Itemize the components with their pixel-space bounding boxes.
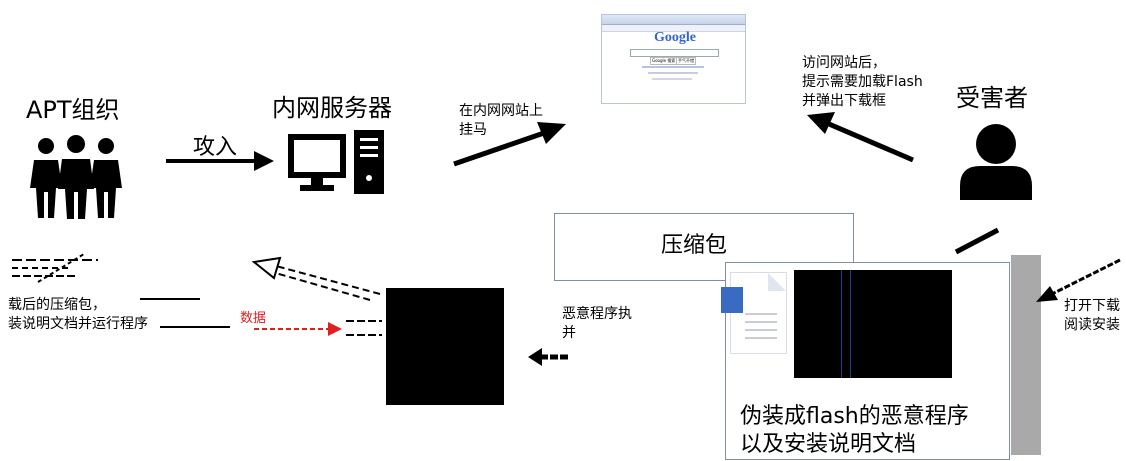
left-note-underline [160,326,230,328]
doc-line [745,337,777,339]
visit-line2: 提示需要加载Flash [802,74,923,90]
browser-toolbar [602,25,745,32]
server-label: 内网服务器 [272,94,392,122]
computer-server-icon [288,130,384,194]
arrow-victim-down [954,227,1000,255]
arrow-apt-to-server [166,151,274,171]
browser-titlebar [602,15,745,25]
archive-title: 压缩包 [661,233,728,258]
lucky-button[interactable]: 手气不错 [676,57,696,65]
document-icon [721,272,787,354]
arrow-return-to-apt [251,256,381,301]
arrow-open-package [1036,258,1121,302]
host-trojan-line2: 挂马 [459,122,487,138]
program-divider [850,270,851,378]
arrow-to-infected-host [528,348,568,366]
word-badge [721,287,743,313]
left-note-underline [140,298,200,300]
person-icon [960,124,1032,200]
search-input[interactable] [630,49,719,57]
open-line2: 阅读安装 [1064,317,1120,333]
browser-link-row [652,78,692,80]
google-logo: Google [654,30,696,45]
arrow-data-exfil [254,320,382,336]
left-note-scratch [12,253,98,283]
visit-line1: 访问网站后， [802,55,886,71]
fake-flash-program [794,270,952,378]
archive-caption-line2: 以及安装说明文档 [740,432,917,457]
exec-line2: 并 [562,325,576,341]
attack-label: 攻入 [193,135,238,160]
arrow-server-to-website [453,122,566,167]
group-people-icon [30,135,122,219]
archive-caption-line1: 伪装成flash的恶意程序 [740,404,969,429]
doc-line [745,329,777,331]
exec-line1: 恶意程序执 [562,306,632,322]
search-button[interactable]: Google 搜索 [650,57,678,65]
browser-link-row [642,66,704,68]
left-note-line1: 载后的压缩包， [8,297,106,313]
left-note-line2: 装说明文档并运行程序 [8,316,148,332]
apt-label: APT组织 [26,96,120,124]
visit-line3: 并弹出下载框 [802,93,886,109]
browser-window: Google Google 搜索 手气不错 [601,14,746,104]
doc-line [745,313,777,315]
victim-label: 受害者 [956,84,1028,112]
host-trojan-line1: 在内网网站上 [459,103,543,119]
data-label: 数据 [240,311,267,326]
panel-scrollbar[interactable] [1011,255,1041,455]
arrow-victim-to-website [807,112,914,163]
doc-line [745,321,777,323]
infected-host-block [386,288,504,405]
open-line1: 打开下载 [1064,298,1120,314]
program-divider [841,270,842,378]
page-fold [768,273,786,291]
browser-link-row [648,72,698,74]
